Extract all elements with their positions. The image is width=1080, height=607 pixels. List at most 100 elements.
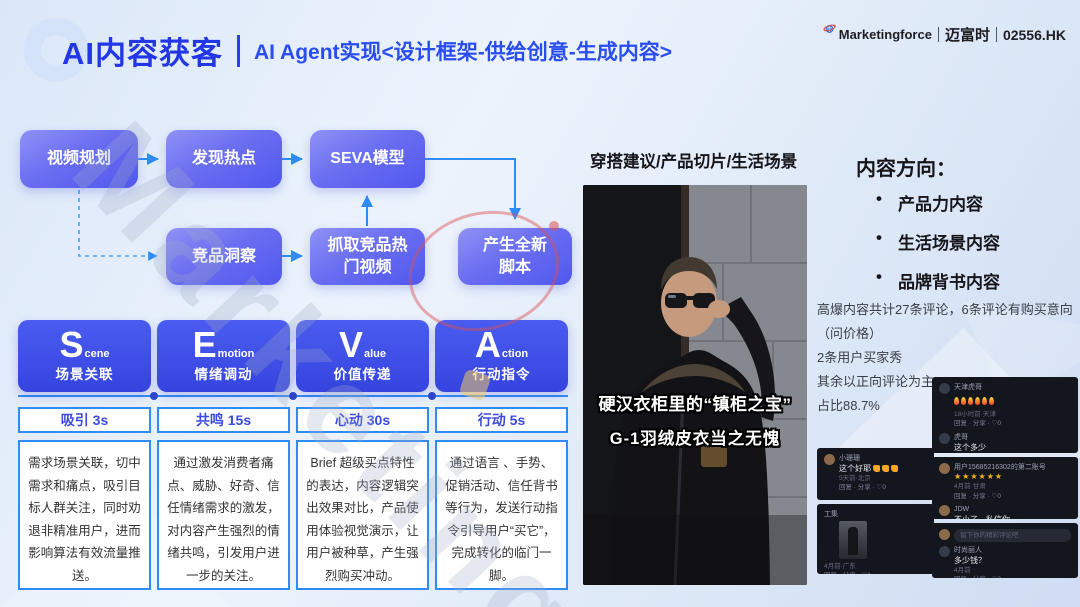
- title-divider: [237, 34, 240, 67]
- flow-node-seva-model: SEVA模型: [310, 130, 425, 188]
- flame-glyph: [954, 396, 959, 405]
- comment-meta: 4月前·广东: [824, 563, 856, 571]
- stats-line: （问价格）: [817, 326, 883, 342]
- stock-ticker: 02556.HK: [1002, 26, 1066, 43]
- seva-card-scene: Scene 场景关联: [18, 320, 151, 392]
- desc-scene: 需求场景关联，切中需求和痛点，吸引目标人群关注，同时劝退非精准用户，进而影响算法…: [18, 440, 151, 590]
- comment-input-placeholder: 留下你的精彩评论吧: [954, 529, 1071, 542]
- flow-node-generate-script: 产生全新 脚本: [458, 228, 572, 285]
- brand-divider: [995, 27, 997, 42]
- timeline-dot: [289, 392, 297, 400]
- comment-username: 时尚丽人: [954, 547, 982, 554]
- flow-node-find-hotspots: 发现热点: [166, 130, 282, 188]
- seva-label: 场景关联: [55, 367, 114, 382]
- flow-node-video-planning: 视频规划: [20, 130, 138, 188]
- engagement-stats: 高爆内容共计27条评论，6条评论有购买意向 （问价格） 2条用户买家秀 其余以正…: [817, 298, 1080, 418]
- product-video-still: 硬汉衣柜里的“镇柜之宝” G-1羽绒皮衣当之无愧: [583, 185, 807, 585]
- thumb-glyph: [873, 465, 881, 473]
- content-direction-title: 内容方向：: [856, 158, 956, 180]
- comment-meta: 5天前·北京: [839, 475, 871, 483]
- comment-screenshot-panel: 工集 4月前·广东 回复 · 分享 · ♡1 作者帅气， 1天前: [817, 504, 934, 574]
- comment-username: 小珊珊: [839, 455, 860, 462]
- brand-divider: [937, 27, 939, 42]
- stats-line: 高爆内容共计27条评论，6条评论有购买意向: [817, 302, 1073, 317]
- comment-username: 工集: [824, 511, 838, 518]
- avatar: [824, 454, 835, 465]
- stage-resonate: 共鸣 15s: [157, 407, 290, 433]
- stats-line: 占比88.7%: [817, 398, 880, 414]
- desc-emotion: 通过激发消费者痛点、威胁、好奇、信任情绪需求的激发，对内容产生强烈的情绪共鸣，引…: [157, 440, 290, 590]
- comment-actions: 回复 · 分享 · ♡0: [954, 575, 1071, 578]
- avatar: [939, 529, 950, 540]
- avatar: [939, 432, 950, 444]
- fire-emoji-row: [954, 392, 1071, 410]
- comment-username: 虎哥: [954, 433, 968, 441]
- seva-card-value: Value 价值传递: [296, 320, 429, 392]
- star-rating: ★★★★★★: [954, 472, 1004, 482]
- flame-glyph: [982, 396, 987, 405]
- comment-text: 不小了，私信你: [954, 514, 1071, 519]
- thumbs-up-emoji-row: [873, 464, 900, 473]
- comment-screenshot-panel: 小珊珊 这个好耶 5天前·北京 回复 · 分享 · ♡0: [817, 448, 934, 500]
- brand-lockup: Marketingforce 迈富时 02556.HK: [823, 24, 1066, 45]
- video-overlay-title: 硬汉衣柜里的“镇柜之宝”: [598, 395, 792, 414]
- page-subtitle: AI Agent实现<设计框架-供给创意-生成内容>: [254, 40, 673, 64]
- stats-line: 2条用户买家秀: [817, 350, 903, 366]
- comment-meta: 4月前·甘肃: [954, 483, 986, 491]
- seva-letter: Emotion: [192, 324, 255, 365]
- seva-card-action: Action 行动指令: [435, 320, 568, 392]
- comment-text: 这个好耶: [839, 463, 927, 474]
- avatar: [939, 505, 950, 517]
- flow-node-competitor-insight: 竞品洞察: [166, 228, 282, 285]
- stage-desire: 心动 30s: [296, 407, 429, 433]
- desc-action: 通过语言 、手势、促销活动、信任背书等行为，发送行动指令引导用户“买它”，完成转…: [435, 440, 568, 590]
- seva-card-emotion: Emotion 情绪调动: [157, 320, 290, 392]
- media-caption: 穿搭建议/产品切片/生活场景: [590, 153, 798, 171]
- avatar: [939, 546, 950, 557]
- direction-item: 生活场景内容: [876, 228, 1000, 254]
- flow-arrows: [78, 153, 521, 262]
- comment-username: JDW: [954, 506, 970, 514]
- comment-screenshot-panel: 天津虎哥 18小时前·天津 回复 · 分享 · ♡0 虎哥 这个多少 18小时前…: [932, 377, 1078, 453]
- flow-node-grab-competitor-videos: 抓取竞品热 门视频: [310, 228, 425, 285]
- comment-actions: 回复 · 分享 · ♡0: [954, 420, 1001, 428]
- seva-letter: Scene: [59, 324, 110, 365]
- comment-username: 天津虎哥: [954, 384, 982, 391]
- globe-orbit-icon: [823, 22, 836, 40]
- flame-glyph: [989, 396, 994, 405]
- flame-glyph: [968, 396, 973, 405]
- stage-attract: 吸引 3s: [18, 407, 151, 433]
- direction-item: 品牌背书内容: [876, 267, 1000, 293]
- comment-actions: 回复 · 分享 · ♡0: [954, 492, 1001, 500]
- seva-label: 行动指令: [472, 367, 531, 382]
- brand-name-cn: 迈富时: [944, 27, 990, 44]
- avatar: [939, 463, 950, 474]
- buyer-show-photo: [839, 521, 867, 560]
- comment-text: 这个多少: [954, 443, 986, 453]
- timeline-dot: [150, 392, 158, 400]
- direction-item: 产品力内容: [876, 189, 1000, 215]
- comment-screenshot-panel: 用户15685216302的第二账号 ★★★★★★ 4月前·甘肃 回复 · 分享…: [932, 457, 1078, 519]
- desc-value: Brief 超级买点特性的表达，内容逻辑突出效果对比，产品使用体验视觉演示，让用…: [296, 440, 429, 590]
- seva-letter: Action: [474, 324, 529, 365]
- thumb-glyph: [882, 465, 890, 473]
- comment-screenshot-panel: 留下你的精彩评论吧 时尚丽人 多少钱？ 4月前 回复 · 分享 · ♡0: [932, 523, 1078, 578]
- comment-text: 多少钱？: [954, 556, 986, 566]
- page-title: AI内容获客: [62, 36, 223, 71]
- thumb-glyph: [891, 465, 899, 473]
- flame-glyph: [975, 396, 980, 405]
- content-direction-list: 产品力内容 生活场景内容 品牌背书内容: [876, 189, 1000, 307]
- seva-label: 价值传递: [333, 367, 392, 382]
- flame-glyph: [961, 396, 966, 405]
- comment-meta: 18小时前·天津: [954, 411, 996, 419]
- avatar: [939, 383, 950, 394]
- seva-label: 情绪调动: [194, 367, 253, 382]
- brand-name-en: Marketingforce: [838, 27, 932, 42]
- stats-line: 其余以正向评论为主: [817, 374, 935, 390]
- header: AI内容获客 AI Agent实现<设计框架-供给创意-生成内容>: [62, 28, 672, 73]
- man-in-leather-jacket-illustration: [583, 185, 807, 585]
- video-overlay-subtitle: G-1羽绒皮衣当之无愧: [609, 430, 781, 448]
- stage-act: 行动 5s: [435, 407, 568, 433]
- comment-actions: 回复 · 分享 · ♡0: [839, 484, 886, 492]
